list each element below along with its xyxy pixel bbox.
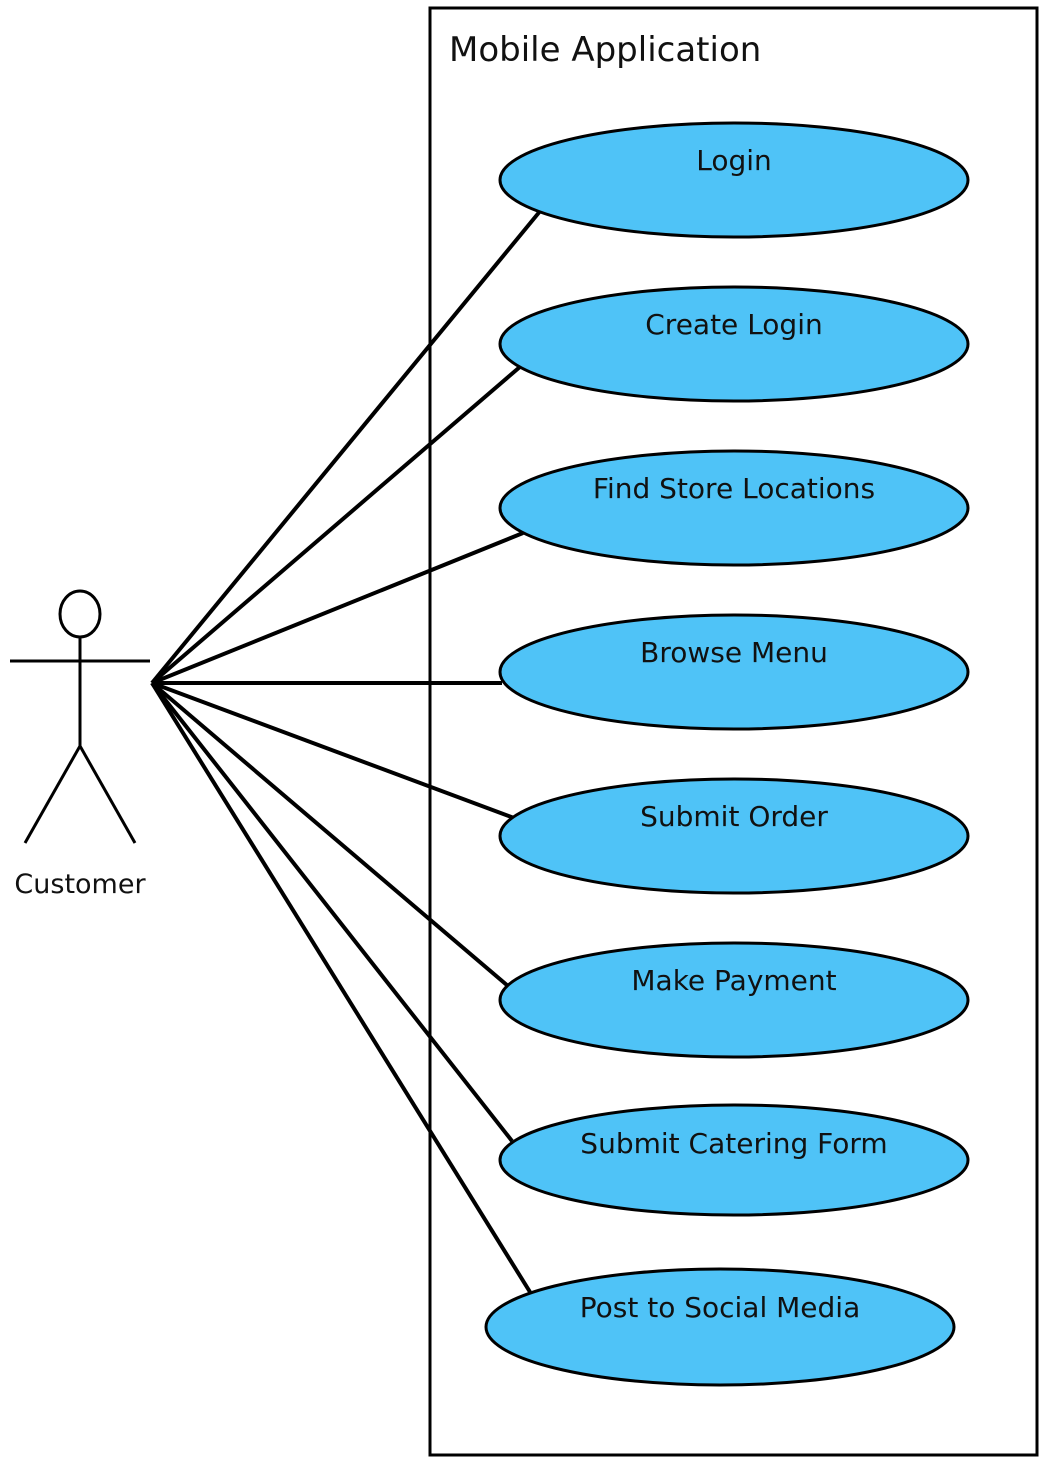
actor-label: Customer: [14, 869, 146, 900]
use-case-ellipse: [498, 1103, 970, 1217]
use-case-find-store-locations[interactable]: Find Store Locations: [498, 449, 970, 567]
use-case-ellipse: [484, 1267, 956, 1387]
use-case-ellipse: [498, 613, 970, 731]
use-case-post-to-social-media[interactable]: Post to Social Media: [484, 1267, 956, 1387]
association-line-create-login: [150, 364, 523, 685]
use-case-ellipse: [498, 121, 970, 239]
use-case-submit-catering-form[interactable]: Submit Catering Form: [498, 1103, 970, 1217]
use-case-label: Make Payment: [631, 964, 836, 997]
use-case-label: Find Store Locations: [593, 472, 875, 505]
use-case-create-login[interactable]: Create Login: [498, 285, 970, 403]
system-title: Mobile Application: [449, 30, 761, 70]
use-case-label: Post to Social Media: [580, 1291, 861, 1324]
association-line-make-payment: [150, 681, 510, 988]
association-line-post-to-social-media: [150, 681, 532, 1294]
use-case-ellipse: [498, 777, 970, 895]
association-lines: [150, 208, 543, 1294]
use-case-make-payment[interactable]: Make Payment: [498, 941, 970, 1059]
use-case-ellipse: [498, 941, 970, 1059]
association-line-submit-catering-form: [150, 681, 514, 1143]
use-case-label: Login: [696, 144, 772, 177]
use-case-ellipse: [498, 449, 970, 567]
use-case-submit-order[interactable]: Submit Order: [498, 777, 970, 895]
use-case-login[interactable]: Login: [498, 121, 970, 239]
use-case-label: Browse Menu: [640, 636, 828, 669]
association-line-login: [150, 208, 543, 685]
association-line-submit-order: [151, 681, 515, 820]
use-case-ellipse: [498, 285, 970, 403]
association-line-find-store-locations: [151, 531, 524, 685]
system-boundary: [428, 6, 1039, 1457]
actor-left-leg: [23, 745, 82, 844]
actor-right-leg: [78, 745, 137, 844]
actor-customer[interactable]: [10, 589, 150, 844]
use-case-browse-menu[interactable]: Browse Menu: [498, 613, 970, 731]
use-case-label: Submit Catering Form: [580, 1127, 887, 1160]
use-case-label: Create Login: [645, 308, 822, 341]
actor-head: [58, 589, 102, 639]
use-case-label: Submit Order: [640, 800, 828, 833]
